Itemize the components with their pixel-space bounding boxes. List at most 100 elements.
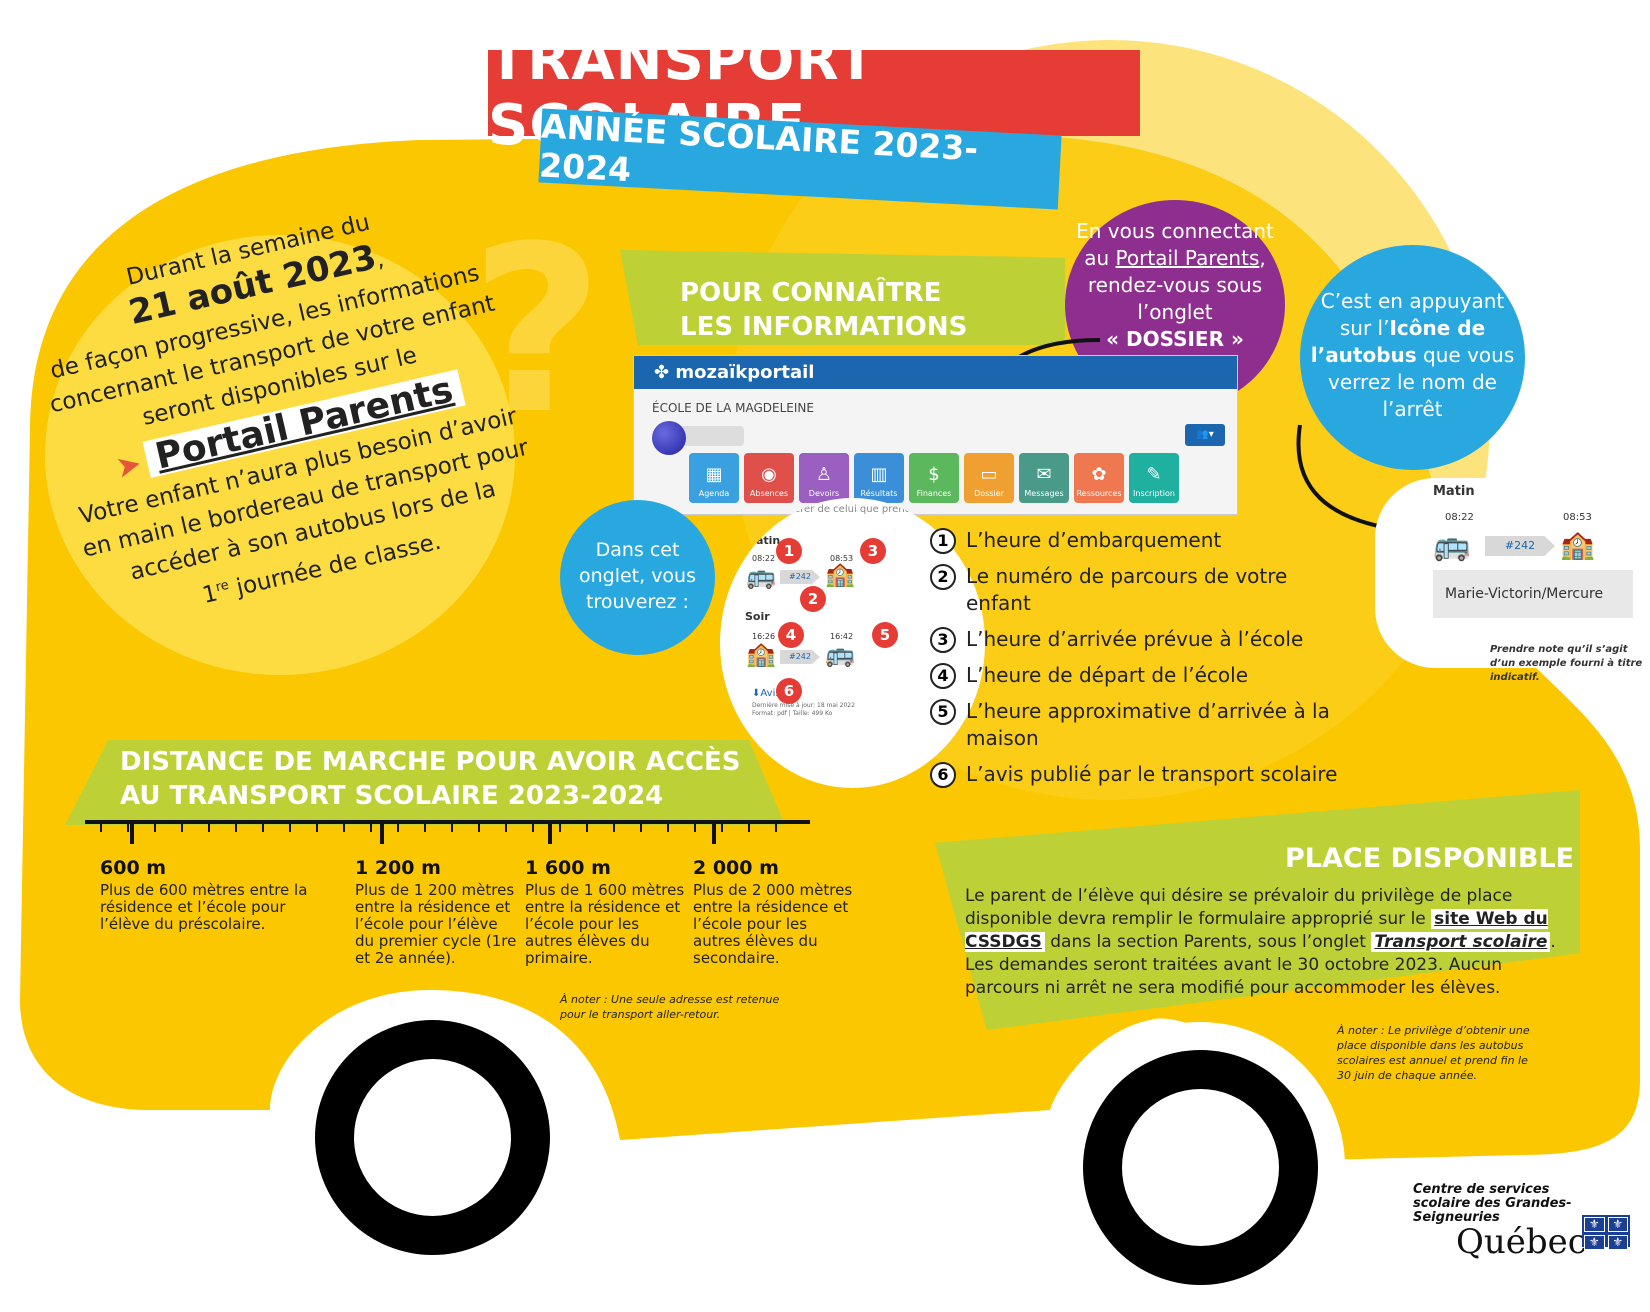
scale-tick (451, 820, 453, 832)
place-title: PLACE DISPONIBLE (1285, 843, 1575, 874)
route-badge: #242 (780, 650, 820, 664)
marker-3: 3 (860, 538, 886, 564)
organization-name: Centre de services scolaire des Grandes-… (1413, 1182, 1572, 1225)
mozaik-brand: mozaïkportail (675, 362, 815, 383)
folder-icon: ▭ (980, 464, 998, 485)
list-item-text: Le numéro de parcours de votre enfant (966, 564, 1288, 615)
distance-body: Plus de 600 mètres entre la résidence et… (100, 881, 308, 933)
distance-body: Plus de 1 200 mètres entre la résidence … (355, 881, 517, 967)
blue-bubble-right (1300, 245, 1525, 470)
scale-tick (370, 820, 372, 832)
mozaik-header: ✤ mozaïkportail (634, 356, 1237, 389)
scale-tick (343, 820, 345, 832)
tile-label: Ressources (1076, 489, 1122, 498)
tile-label: Finances (916, 489, 952, 498)
scale-tick-major (548, 820, 552, 844)
tile-messages[interactable]: ✉ Messages (1019, 453, 1069, 503)
calendar-icon: ▦ (705, 464, 723, 485)
tile-label: Messages (1024, 489, 1064, 498)
scale-tick-major (380, 820, 384, 844)
scale-tick (667, 820, 669, 832)
schedule-top-text: différer de celui que prendra (778, 504, 922, 515)
route-badge: #242 (780, 570, 820, 584)
number-badge: 6 (930, 762, 956, 788)
scale-tick (505, 820, 507, 832)
bus-icon[interactable]: 🚌 (746, 562, 776, 590)
scale-tick (748, 820, 750, 832)
resources-icon: ✿ (1091, 464, 1107, 485)
number-badge: 2 (930, 564, 956, 590)
scale-tick (640, 820, 642, 832)
list-item: 5 L’heure approximative d’arrivée à la ma… (930, 698, 1350, 752)
tile-agenda[interactable]: ▦Agenda (689, 453, 739, 503)
number-badge: 5 (930, 699, 956, 725)
distance-note: À noter : Une seule adresse est retenue … (560, 993, 780, 1021)
number-badge: 3 (930, 627, 956, 653)
scale-tick (262, 820, 264, 832)
family-icon[interactable]: 👥▾ (1185, 424, 1225, 446)
wheel-left-hub (354, 1059, 511, 1216)
dossier-tab-label: « DOSSIER » (1106, 327, 1244, 351)
mozaik-logo-icon: ✤ (654, 362, 676, 383)
finances-icon: $ (928, 464, 940, 485)
tile-dossier[interactable]: ▭Dossier (964, 453, 1014, 503)
blue-bubble-left (560, 500, 715, 655)
scale-tick (289, 820, 291, 832)
distance-scale-line (85, 820, 810, 824)
tile-devoirs[interactable]: ♙Devoirs (799, 453, 849, 503)
info-banner (620, 250, 1065, 345)
list-item-text: L’heure d’arrivée prévue à l’école (966, 627, 1304, 651)
distance-head: 1 600 m (525, 857, 611, 879)
scale-tick (613, 820, 615, 832)
scale-tick (478, 820, 480, 832)
scale-tick (181, 820, 183, 832)
scale-tick (532, 820, 534, 832)
tile-finances[interactable]: $ Finances (909, 453, 959, 503)
bus-icon[interactable]: 🚌 (825, 640, 855, 668)
mozaik-tiles: ▦Agenda ◉ Absences ♙Devoirs ▥ Résultats $ Finan… (689, 453, 1179, 503)
list-item-text: L’heure de départ de l’école (966, 663, 1249, 687)
schedule-time: 16:26 (752, 632, 776, 641)
mozaik-portal-screenshot: ✤ mozaïkportail ÉCOLE DE LA MAGDELEINE 👥… (633, 355, 1238, 515)
results-icon: ▥ (870, 464, 888, 485)
scale-tick-major (712, 820, 716, 844)
example-time: 08:53 (1563, 512, 1592, 523)
mozaik-school-name: ÉCOLE DE LA MAGDELEINE (652, 401, 814, 415)
scale-tick (424, 820, 426, 832)
portail-parents-link[interactable]: Portail Parents (1115, 246, 1260, 270)
scale-tick (559, 820, 561, 832)
school-icon: 🏫 (825, 560, 855, 588)
tile-ressources[interactable]: ✿ Ressources (1074, 453, 1124, 503)
avatar[interactable] (652, 421, 686, 455)
bus-icon[interactable]: 🚌 (1433, 528, 1471, 563)
list-item-text: L’heure approximative d’arrivée à la mai… (966, 699, 1330, 750)
messages-icon: ✉ (1036, 464, 1052, 485)
tile-label: Absences (749, 489, 789, 498)
tile-label: Résultats (860, 489, 898, 498)
distance-head: 2 000 m (693, 857, 779, 879)
place-text: Le parent de l’élève qui désire se préva… (965, 886, 1556, 998)
marker-6: 6 (776, 678, 802, 704)
schedule-time: 08:53 (830, 554, 854, 563)
tile-inscription[interactable]: ✎Inscription (1129, 453, 1179, 503)
example-time: 08:22 (1445, 512, 1474, 523)
inscription-icon: ✎ (1146, 464, 1162, 485)
scale-tick-major (130, 820, 134, 844)
marker-2: 2 (800, 586, 826, 612)
info-banner-title: POUR CONNAÎTRE LES INFORMATIONS (680, 278, 968, 342)
tile-résultats[interactable]: ▥ Résultats (854, 453, 904, 503)
quebec-flag-icon: ⚜⚜⚜⚜ (1582, 1215, 1630, 1250)
quebec-wordmark: Québec (1456, 1222, 1587, 1262)
tile-absences[interactable]: ◉ Absences (744, 453, 794, 503)
absences-icon: ◉ (761, 464, 777, 485)
transport-scolaire-link[interactable]: Transport scolaire (1371, 932, 1551, 952)
schedule-time: 16:42 (830, 632, 854, 641)
blue-bubble-left-text: Dans cet onglet, vous trouverez : (578, 539, 697, 613)
list-item: 3 L’heure d’arrivée prévue à l’école (930, 626, 1350, 653)
school-icon: 🏫 (746, 640, 776, 668)
number-badge: 1 (930, 528, 956, 554)
blue-bubble-right-text: C’est en appuyant sur l’Icône de l’autob… (1310, 289, 1515, 421)
avis-link[interactable]: ⬇Avis (752, 688, 781, 699)
